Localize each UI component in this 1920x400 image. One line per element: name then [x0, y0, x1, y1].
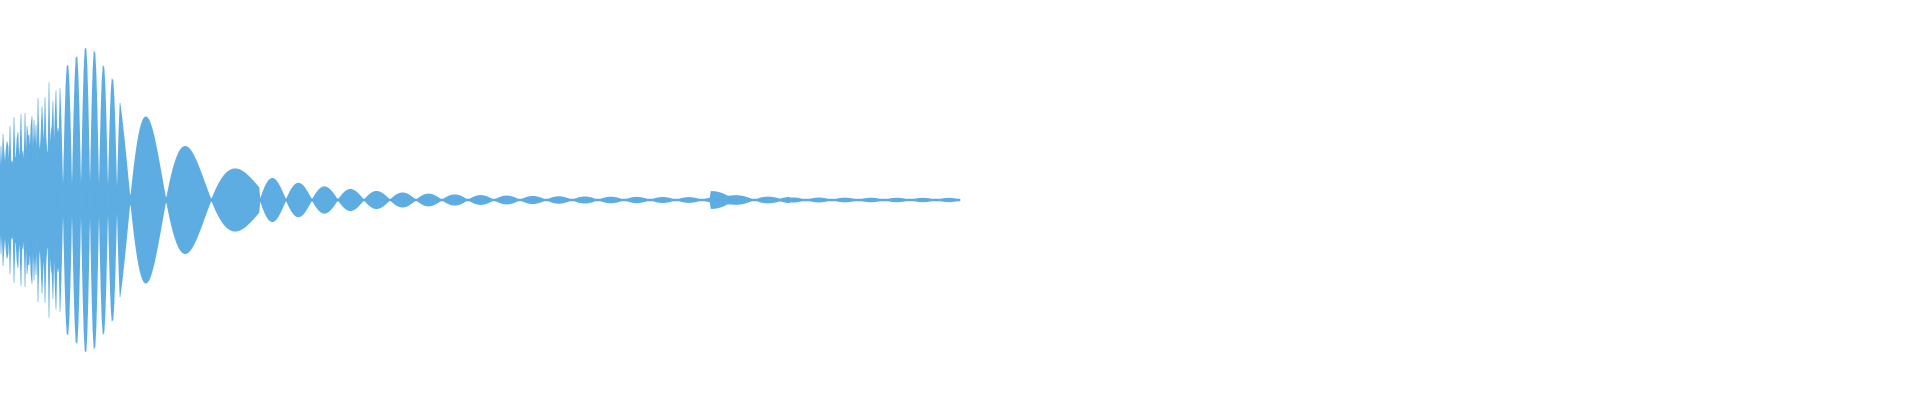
waveform-bars [0, 47, 961, 353]
